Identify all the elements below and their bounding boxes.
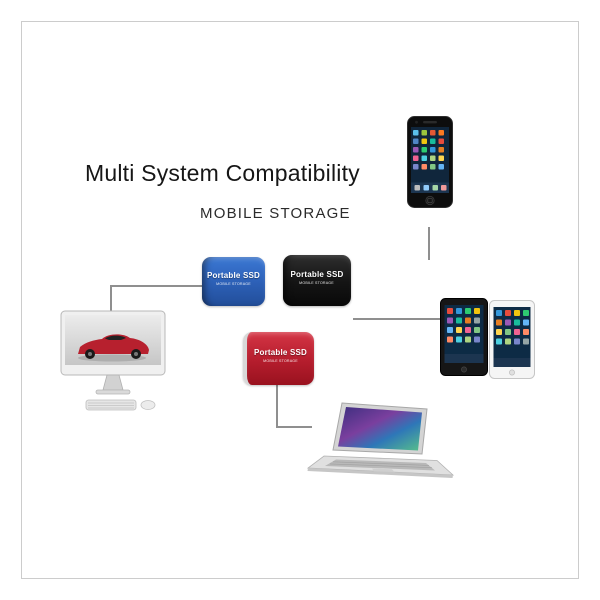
tablet-images (440, 297, 536, 388)
ssd-black: Portable SSD MOBILE STORAGE (283, 255, 351, 306)
desktop-computer-image (60, 310, 170, 417)
ssd-red: Portable SSD MOBILE STORAGE (243, 332, 314, 385)
monitor-stand (102, 374, 124, 391)
ssd-blue-sublabel: MOBILE STORAGE (216, 281, 251, 286)
ssd-blue: Portable SSD MOBILE STORAGE (202, 257, 265, 306)
laptop-keyboard-rows (329, 461, 433, 468)
keyboard (85, 399, 137, 411)
tablet-black-icons (447, 308, 480, 343)
ssd-black-sublabel: MOBILE STORAGE (299, 280, 335, 285)
ssd-blue-label: Portable SSD (206, 271, 261, 281)
laptop-graphic (306, 402, 455, 478)
connector-macbook-horizontal (276, 426, 312, 428)
desktop-computer-graphic (60, 310, 166, 411)
connector-macbook-vertical (276, 385, 278, 428)
car-wallpaper (78, 334, 149, 362)
smartphone-graphic (407, 116, 453, 208)
page-subtitle: MOBILE STORAGE (200, 205, 351, 222)
tablet-black-dock (444, 354, 484, 363)
phone-earpiece (423, 121, 437, 124)
laptop-screen (338, 407, 422, 451)
monitor-base (95, 389, 131, 395)
home-button-icon (425, 195, 435, 206)
phone-dock (411, 182, 449, 193)
tablet-white-icons (496, 310, 529, 345)
tablets-graphic (440, 298, 535, 379)
connector-iphone (428, 227, 430, 260)
laptop-image (306, 402, 456, 491)
home-button-square (427, 197, 433, 204)
phone-camera-icon (415, 120, 418, 124)
laptop-front-edge (307, 468, 453, 478)
phone-dock-icons (414, 185, 447, 191)
page-title: Multi System Compatibility (85, 160, 360, 186)
smartphone-image (407, 116, 453, 213)
phone-app-icons (413, 130, 444, 170)
ssd-black-label: Portable SSD (290, 270, 344, 280)
keyboard-keys (88, 402, 134, 409)
connector-ipad (353, 318, 442, 320)
mouse (140, 400, 156, 410)
connector-imac-horizontal (110, 285, 202, 287)
tablet-white-home-button-icon (509, 369, 515, 376)
tablet-black-home-button-icon (461, 366, 467, 373)
tablet-white (489, 300, 535, 379)
ssd-red-label: Portable SSD (253, 348, 308, 358)
tablet-black (440, 298, 488, 376)
connector-imac-vertical (110, 285, 112, 311)
ssd-red-sublabel: MOBILE STORAGE (263, 358, 298, 363)
tablet-white-dock (493, 358, 531, 367)
